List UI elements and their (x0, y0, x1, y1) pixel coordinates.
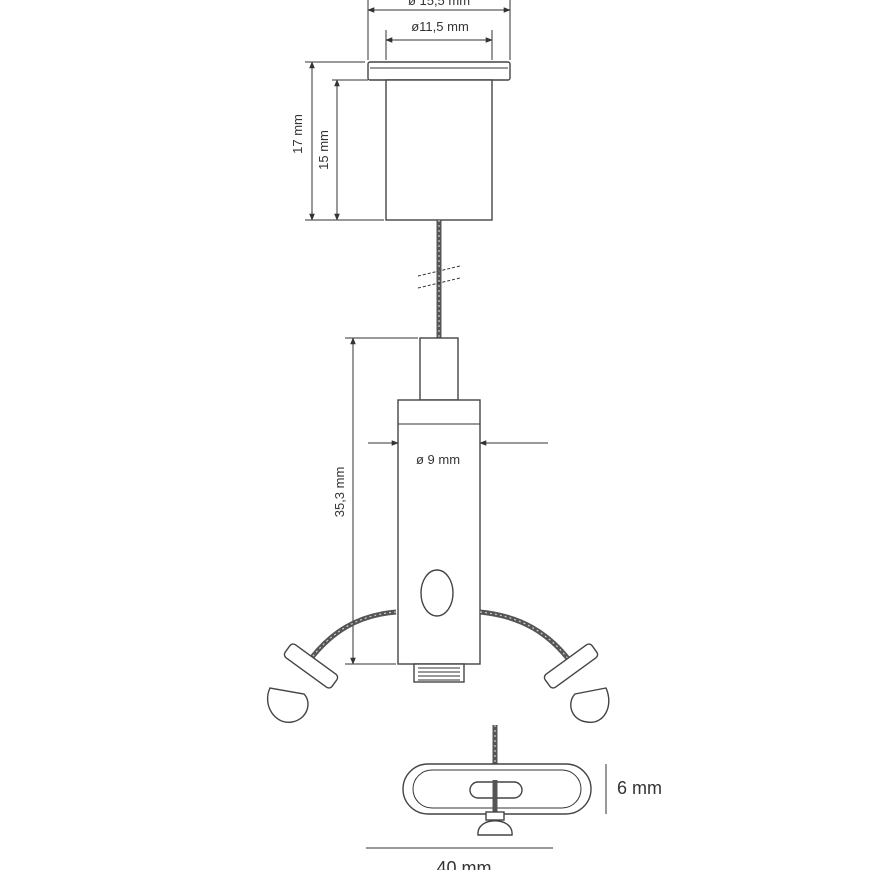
gripper-thread (413, 663, 465, 683)
dim-plate-thickness: 6 mm (605, 764, 662, 814)
dim-plate-width-label: 40 mm (436, 858, 491, 870)
dim-outer-diameter: ø 15,5 mm (367, 0, 511, 60)
right-clamp-screw (570, 687, 610, 723)
cable-loop-right (479, 609, 610, 723)
left-clamp-plate (283, 643, 339, 689)
fitting-flange (367, 61, 511, 81)
cable-loop-left (266, 609, 397, 723)
dim-height-body-label: 15 mm (316, 130, 331, 170)
cable-gripper (397, 337, 481, 683)
fitting-body (385, 79, 493, 221)
right-clamp-plate (543, 643, 599, 689)
dim-gripper-diameter-label: ø 9 mm (416, 452, 460, 467)
gripper-body (397, 399, 481, 665)
dim-inner-diameter: ø11,5 mm (385, 19, 493, 60)
dim-inner-diameter-label: ø11,5 mm (411, 19, 469, 34)
dim-height-total-label: 17 mm (290, 114, 305, 154)
dim-gripper-diameter: ø 9 mm (368, 440, 548, 467)
ceiling-fitting (367, 61, 511, 221)
clamp-screw (477, 820, 513, 836)
bottom-clamp-view (402, 725, 592, 836)
dim-length-gripper: 35,3 mm (332, 337, 418, 665)
gripper-release-hole (420, 569, 454, 617)
dim-plate-width: 40 mm (366, 847, 553, 870)
gripper-tube (419, 337, 459, 401)
dim-plate-thickness-label: 6 mm (617, 778, 662, 798)
dim-height-body: 15 mm (316, 79, 368, 221)
steel-cable (417, 220, 461, 338)
dim-outer-diameter-label: ø 15,5 mm (408, 0, 470, 8)
dim-height-total: 17 mm (290, 61, 384, 221)
left-clamp-screw (266, 687, 309, 723)
dim-length-gripper-label: 35,3 mm (332, 467, 347, 518)
